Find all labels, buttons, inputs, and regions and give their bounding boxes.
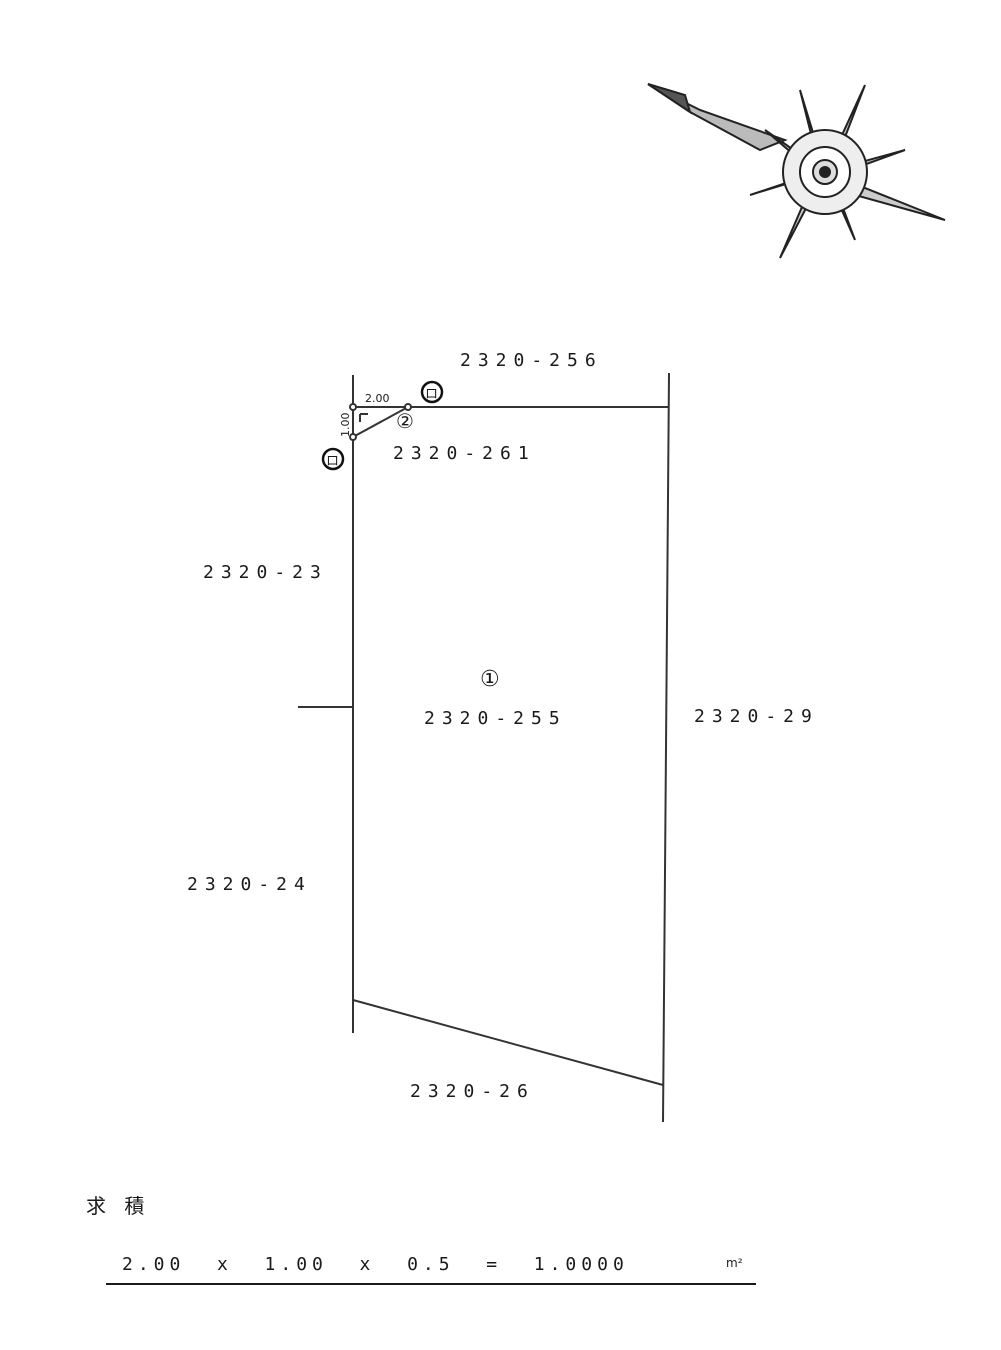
lot-label-west-lower: 2320-24 (187, 874, 312, 895)
corner-point (349, 403, 357, 411)
calculation-formula: 2.00 x 1.00 x 0.5 = 1.0000 (122, 1254, 629, 1275)
right-angle-mark (359, 413, 368, 422)
parcel-boundaries (298, 372, 670, 1123)
main-parcel-number: ① (480, 667, 500, 692)
lot-label-main-parcel: 2320-255 (424, 708, 567, 729)
east-boundary-line (662, 372, 670, 1123)
corner-marker-top (420, 380, 444, 404)
corner-point (349, 433, 357, 441)
calculation-unit: m² (726, 1256, 743, 1270)
dimension-height: 1.00 (339, 413, 352, 438)
corner-marker-left-label: ロ (326, 454, 339, 469)
calculation-title: 求 積 (86, 1194, 151, 1218)
lot-label-east: 2320-29 (694, 706, 819, 727)
small-parcel-diagonal (352, 406, 409, 438)
small-parcel-number: ② (396, 409, 414, 433)
south-boundary-line (352, 999, 664, 1086)
lot-label-north: 2320-256 (460, 350, 603, 371)
lot-label-south: 2320-26 (410, 1081, 535, 1102)
corner-point (404, 403, 412, 411)
lot-label-west-upper: 2320-23 (203, 562, 328, 583)
calculation-underline (106, 1255, 756, 1285)
corner-marker-top-label: ロ (425, 387, 438, 402)
compass-rose-icon (647, 83, 946, 259)
dimension-width: 2.00 (365, 392, 390, 405)
lot-label-small-parcel: 2320-261 (393, 443, 536, 464)
corner-marker-left (321, 447, 345, 471)
